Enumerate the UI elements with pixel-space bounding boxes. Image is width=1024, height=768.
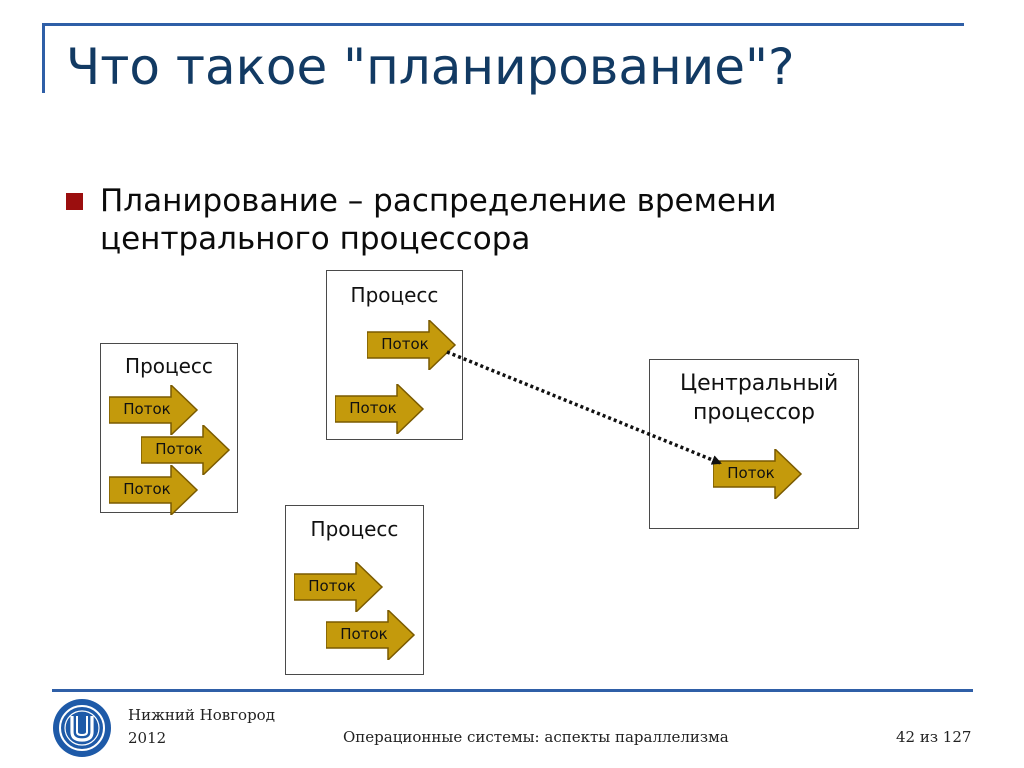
dotted-connector-line [446, 350, 722, 465]
process-label: Процесс [350, 283, 439, 307]
thread-label: Поток [349, 399, 397, 417]
header-frame-left [42, 23, 45, 93]
footer-page-number: 42 из 127 [896, 728, 972, 746]
footer-city: Нижний Новгород [128, 706, 275, 724]
footer-divider [52, 689, 973, 692]
thread-arrow-icon [294, 562, 384, 612]
university-logo [52, 698, 112, 758]
thread-arrow-icon [713, 449, 803, 499]
thread-label: Поток [340, 625, 388, 643]
thread-label: Поток [155, 440, 203, 458]
thread-arrow-icon [326, 610, 416, 660]
thread-arrow-icon [335, 384, 425, 434]
bullet-square-icon [66, 193, 83, 210]
process-box-3: Процесс Поток Поток [285, 505, 424, 675]
thread-arrow-icon [141, 425, 231, 475]
thread-arrow: Поток [335, 384, 425, 434]
cpu-box: Центральный процессор Поток [649, 359, 859, 529]
footer-year: 2012 [128, 729, 167, 747]
process-label: Процесс [125, 354, 213, 378]
bullet-text: Планирование – распределение времени цен… [100, 183, 777, 257]
thread-arrow: Поток [109, 465, 199, 515]
thread-arrow: Поток [294, 562, 384, 612]
thread-label: Поток [381, 335, 429, 353]
university-logo-icon [53, 699, 111, 757]
thread-arrow-icon [109, 465, 199, 515]
thread-label: Поток [123, 480, 171, 498]
thread-arrow: Поток [326, 610, 416, 660]
header-frame-top [42, 23, 964, 26]
footer-course: Операционные системы: аспекты параллелиз… [343, 728, 729, 746]
thread-label: Поток [727, 464, 775, 482]
cpu-label: Центральный процессор [680, 371, 839, 425]
thread-arrow: Поток [109, 385, 199, 435]
process-box-1: Процесс Поток Поток Поток [100, 343, 238, 515]
thread-label: Поток [123, 400, 171, 418]
process-label: Процесс [310, 517, 399, 541]
thread-arrow: Поток [141, 425, 231, 475]
slide-title: Что такое "планирование"? [66, 38, 795, 96]
thread-arrow: Поток [367, 320, 457, 370]
thread-label: Поток [308, 577, 356, 595]
process-box-2: Процесс Поток Поток [326, 270, 463, 440]
thread-arrow-icon [109, 385, 199, 435]
thread-arrow-icon [367, 320, 457, 370]
thread-arrow: Поток [713, 449, 803, 499]
